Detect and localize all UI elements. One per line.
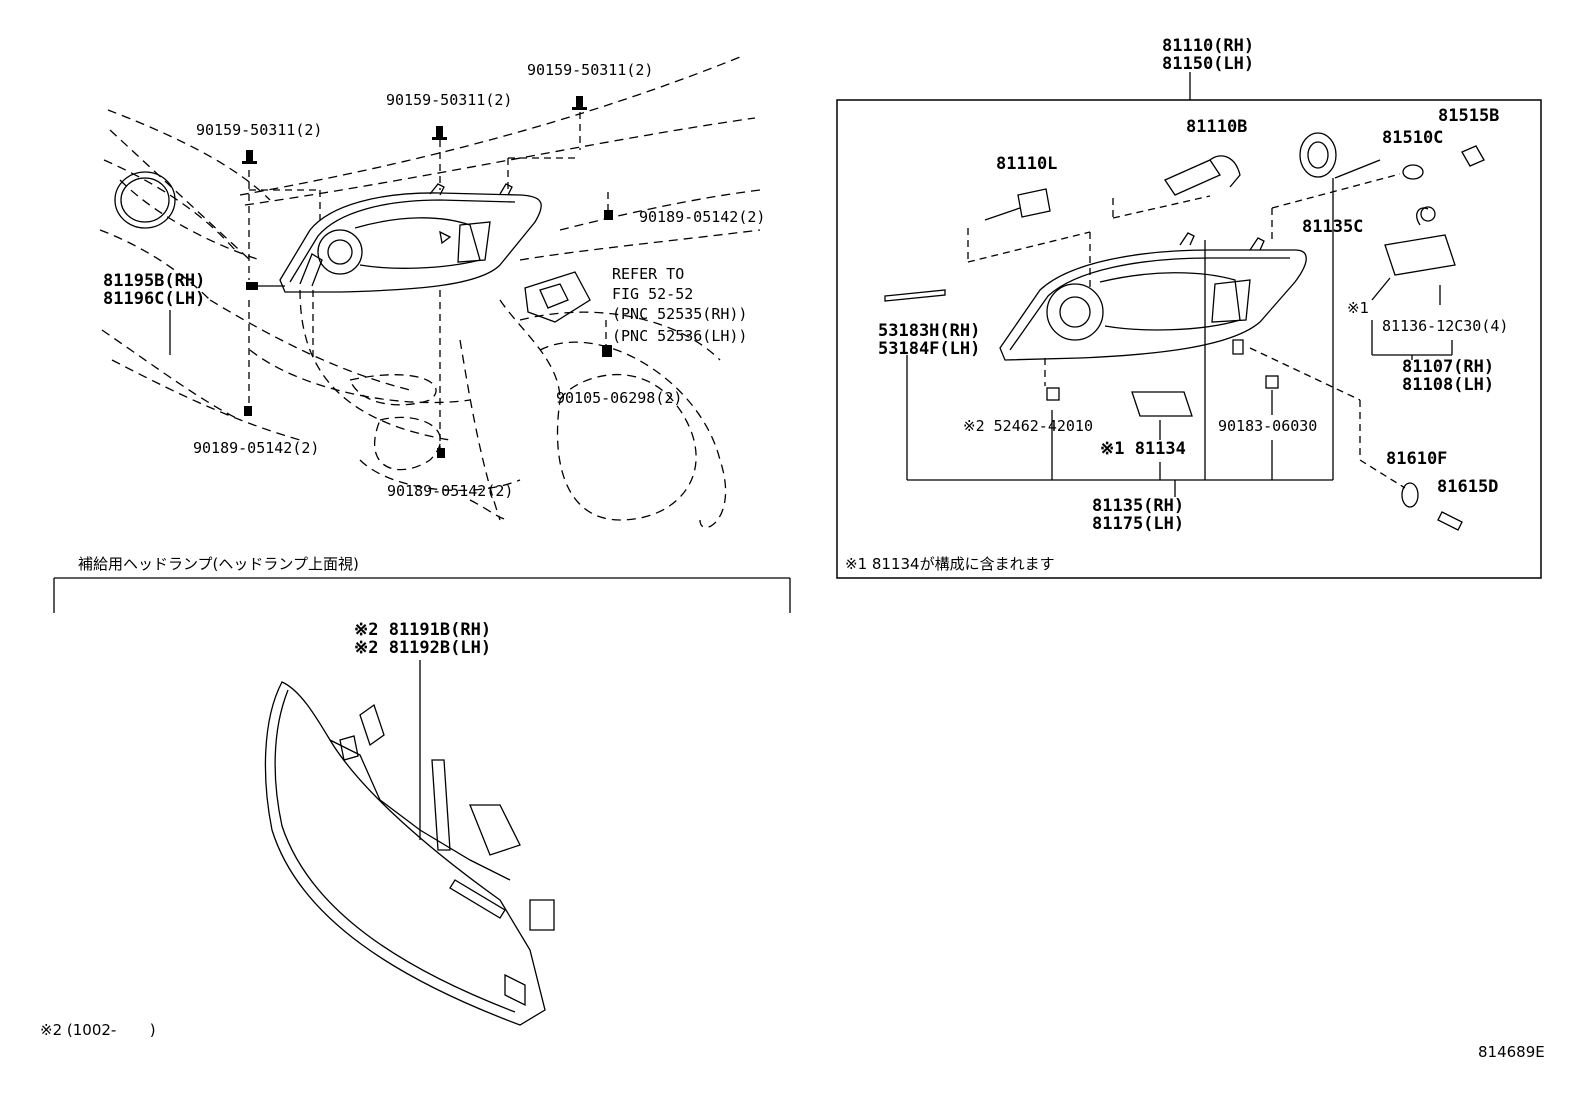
headlamp-assembly-drawing — [999, 232, 1307, 361]
callout-90159-50311-mid: 90159-50311(2) — [386, 91, 513, 109]
callout-81136-12c30: 81136-12C30(4) — [1382, 317, 1509, 335]
small-parts-drawings — [884, 132, 1485, 531]
footnote-2: ※2 (1002- ) — [40, 1021, 156, 1039]
callout-81108: 81108(LH) — [1402, 375, 1495, 395]
callout-81175: 81175(LH) — [1092, 514, 1185, 534]
guide-lines — [248, 112, 609, 450]
assembly-note: ※1 81134が構成に含まれます — [845, 555, 1055, 573]
callout-81134: ※1 81134 — [1100, 439, 1186, 459]
note-mark-1: ※1 — [1347, 299, 1370, 317]
callout-90183-06030: 90183-06030 — [1218, 417, 1318, 435]
service-headlamp-drawing — [264, 681, 555, 1026]
assembly-guide-lines — [967, 173, 1406, 489]
figure-id: 814689E — [1478, 1043, 1545, 1061]
vehicle-body-outline — [99, 54, 761, 529]
pnc-rh-label: (PNC 52535(RH)) — [612, 305, 748, 323]
callout-81195b: 81195B(RH) — [103, 271, 206, 291]
callout-81196c: 81196C(LH) — [103, 289, 206, 309]
callout-81192b: ※2 81192B(LH) — [354, 638, 492, 658]
refer-fig-label: FIG 52-52 — [612, 285, 694, 303]
callout-52462-42010: ※2 52462-42010 — [963, 417, 1093, 435]
bracket-drawing — [524, 271, 591, 323]
callout-53184f: 53184F(LH) — [878, 339, 981, 359]
headlamp-left-drawing — [279, 183, 542, 293]
callout-81515b: 81515B — [1438, 106, 1500, 126]
callout-81191b: ※2 81191B(RH) — [354, 620, 492, 640]
callout-53183h: 53183H(RH) — [878, 321, 981, 341]
callout-81107: 81107(RH) — [1402, 357, 1495, 377]
callout-81110b: 81110B — [1186, 117, 1248, 137]
pnc-lh-label: (PNC 52536(LH)) — [612, 327, 748, 345]
callout-81110l: 81110L — [996, 154, 1058, 174]
assembly-title-lh: 81150(LH) — [1162, 54, 1255, 74]
refer-to-label: REFER TO — [612, 265, 685, 283]
callout-90159-50311-left: 90159-50311(2) — [196, 121, 323, 139]
callout-81135c: 81135C — [1302, 217, 1364, 237]
service-lamp-heading: 補給用ヘッドランプ(ヘッドランプ上面視) — [78, 555, 359, 573]
callout-90189-05142-left: 90189-05142(2) — [193, 439, 320, 457]
emblem-outline — [114, 171, 176, 229]
callout-81510c: 81510C — [1382, 128, 1444, 148]
callout-81135: 81135(RH) — [1092, 496, 1185, 516]
assembly-title-rh: 81110(RH) — [1162, 36, 1255, 56]
callout-81615d: 81615D — [1437, 477, 1499, 497]
callout-90189-05142-right: 90189-05142(2) — [639, 208, 766, 226]
fastener-icons — [242, 96, 613, 458]
callout-90189-05142-bottom: 90189-05142(2) — [387, 482, 514, 500]
callout-90105-06298: 90105-06298(2) — [556, 389, 683, 407]
callout-90159-50311-top: 90159-50311(2) — [527, 61, 654, 79]
callout-81610f: 81610F — [1386, 449, 1448, 469]
